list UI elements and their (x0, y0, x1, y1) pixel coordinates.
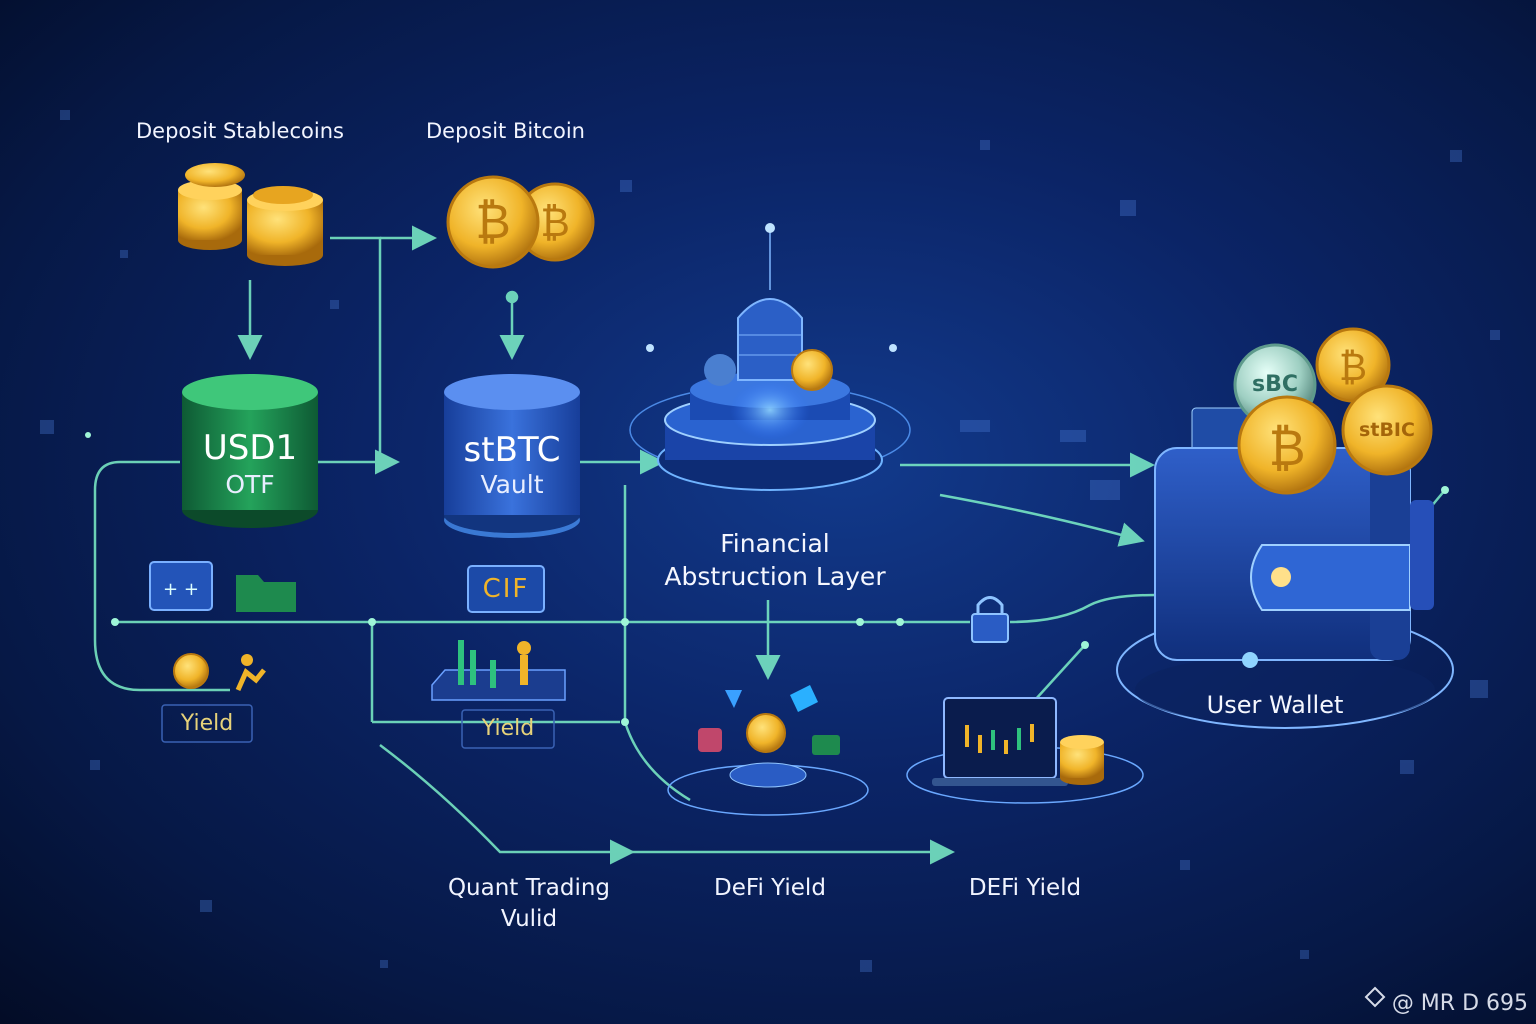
defi-yield-label-2: DEFi Yield (968, 875, 1082, 901)
wallet-coins-icon: ₿ ₿ (1233, 327, 1433, 495)
usd1-title: USD1 (202, 428, 298, 468)
yield-middle-label: Yield (481, 716, 535, 741)
layer-line2: Abstruction Layer (664, 562, 886, 591)
usd1-subtitle: OTF (225, 470, 275, 499)
padlock-icon (971, 596, 1009, 643)
sbc-coin-label: sBC (1251, 372, 1298, 397)
user-wallet-icon (1116, 407, 1454, 729)
svg-text:₿: ₿ (540, 200, 570, 246)
deposit-bitcoin-label: Deposit Bitcoin (426, 119, 585, 143)
stablecoin-stack-icon (178, 163, 323, 266)
svg-text:₿: ₿ (1268, 419, 1305, 477)
trading-laptop-icon (906, 697, 1144, 804)
watermark: @ MR D 695 (1391, 991, 1528, 1016)
yield-left-box (161, 704, 253, 743)
usd1-otf-cylinder (182, 374, 318, 528)
financial-abstraction-platform (629, 223, 911, 491)
stbtc-vault-cylinder (444, 374, 580, 538)
stbic-coin-label: stBIC (1359, 419, 1415, 441)
yield-left-label: Yield (180, 711, 234, 736)
layer-title: Financial Abstruction Layer (640, 527, 910, 593)
background-particles (40, 110, 1500, 972)
quant-trading-label: Quant Trading (447, 875, 611, 901)
defi-yield-label-1: DeFi Yield (714, 875, 826, 901)
folder-icon (236, 575, 296, 612)
runner-icon (235, 654, 266, 692)
yield-middle-box (461, 709, 555, 749)
svg-text:+ +: + + (163, 579, 199, 600)
cif-badge (467, 565, 545, 613)
svg-text:₿: ₿ (475, 194, 511, 250)
layer-line1: Financial (720, 529, 830, 558)
quant-trading-sublabel: Vulid (500, 906, 558, 932)
watermark-diamond-icon (1364, 986, 1386, 1008)
trade-panel-icon: + + (149, 561, 213, 611)
stbtc-subtitle: Vault (480, 470, 544, 499)
stbtc-title: stBTC (463, 430, 561, 470)
deposit-stablecoins-label: Deposit Stablecoins (136, 119, 344, 143)
gold-coin-small-icon (173, 653, 209, 689)
cif-label: CIF (482, 574, 530, 604)
bitcoin-coins-icon: ₿ ₿ (446, 175, 595, 269)
svg-text:₿: ₿ (1339, 345, 1367, 389)
user-wallet-label: User Wallet (1206, 691, 1344, 719)
chart-bars-icon (431, 640, 566, 701)
flow-nodes (85, 432, 1449, 726)
defi-hub-icon (667, 685, 869, 816)
flow-lines (93, 225, 1446, 865)
